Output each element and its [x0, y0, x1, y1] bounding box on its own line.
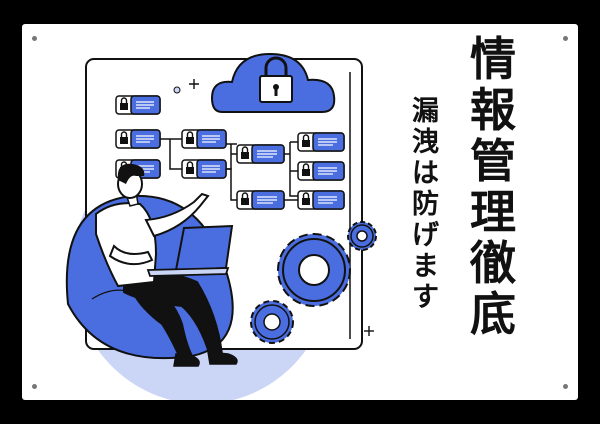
lock-node — [181, 129, 227, 149]
subtitle-char: ま — [412, 251, 439, 282]
lock-node — [236, 144, 285, 164]
subtitle-char: 防 — [412, 189, 439, 220]
lock-node — [115, 129, 161, 149]
lock-node — [115, 95, 161, 115]
title-char: 理 — [470, 185, 516, 239]
screw-bottom-left — [32, 384, 37, 389]
gear-icon — [347, 221, 377, 251]
dot-decoration — [173, 86, 181, 94]
subtitle-char: は — [412, 158, 439, 189]
title-char: 情 — [470, 32, 516, 86]
subtitle-char: 洩 — [412, 127, 439, 158]
lock-node — [297, 132, 345, 152]
title-char: 管 — [470, 134, 516, 188]
lock-node — [297, 161, 345, 181]
cloud-lock-icon — [210, 52, 336, 113]
security-illustration — [65, 52, 377, 400]
sign-panel: 情 報 管 理 徹 底 漏 洩 は 防 げ ま す — [22, 24, 578, 400]
screw-top-left — [32, 36, 37, 41]
screw-bottom-right — [563, 384, 568, 389]
title-char: 徹 — [470, 236, 516, 290]
sparkle-icon — [189, 79, 374, 336]
title-char: 底 — [470, 287, 516, 341]
lock-node — [236, 190, 285, 210]
subtitle-char: げ — [412, 220, 439, 251]
sign-subtitle: 漏 洩 は 防 げ ま す — [412, 98, 439, 311]
laptop-icon — [146, 224, 234, 277]
title-char: 報 — [470, 83, 516, 137]
subtitle-char: す — [412, 282, 439, 313]
lock-node — [181, 159, 227, 179]
network-lines — [160, 138, 298, 201]
gear-icon — [277, 233, 351, 307]
gear-icon — [250, 300, 294, 344]
lock-node — [297, 190, 345, 210]
sign-title: 情 報 管 理 徹 底 — [470, 36, 516, 337]
subtitle-char: 漏 — [412, 96, 439, 127]
screw-top-right — [563, 36, 568, 41]
person-with-laptop — [95, 163, 238, 367]
